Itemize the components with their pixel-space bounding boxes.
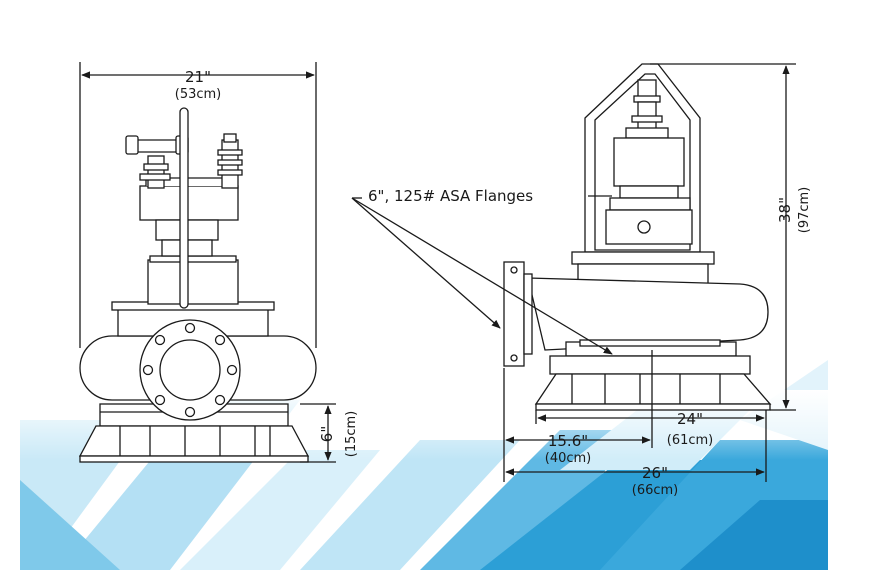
callout-leader-1 xyxy=(351,197,501,329)
front-flange xyxy=(139,319,241,421)
front-base-stand xyxy=(78,403,310,463)
front-view xyxy=(78,62,336,463)
dim-24-metric: (61cm) xyxy=(667,433,714,448)
flange-callout-label: 6", 125# ASA Flanges xyxy=(368,187,533,205)
dim-15-6-metric: (40cm) xyxy=(545,451,592,466)
front-lift-handle xyxy=(179,107,189,309)
side-height-metric: (97cm) xyxy=(797,187,812,234)
front-width-label: 21" xyxy=(185,68,211,86)
side-discharge-pipe xyxy=(527,277,769,351)
front-width-metric: (53cm) xyxy=(175,87,222,102)
front-base-height-label: 6" xyxy=(318,426,336,442)
side-view xyxy=(351,63,796,482)
dim-26-metric: (66cm) xyxy=(632,483,679,498)
side-height-label: 38" xyxy=(776,197,794,223)
side-flange xyxy=(503,261,525,367)
side-base-stand xyxy=(534,355,772,411)
callout-leader-2 xyxy=(351,197,613,355)
dim-24-label: 24" xyxy=(677,410,703,428)
front-base-height-metric: (15cm) xyxy=(344,411,359,458)
dim-15-6-label: 15.6" xyxy=(548,432,588,450)
dim-26-label: 26" xyxy=(642,464,668,482)
